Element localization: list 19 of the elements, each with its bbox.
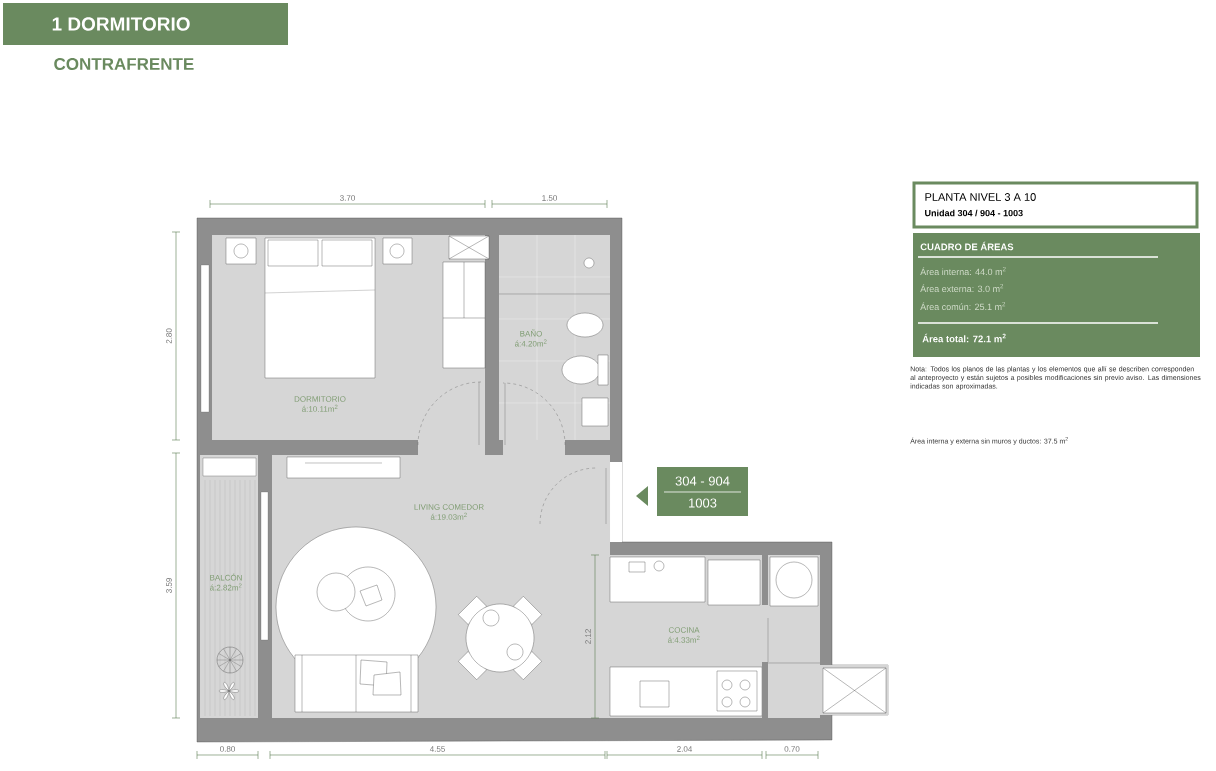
dimension-label: 2.12: [585, 629, 591, 644]
unit-number-badge: 304 - 904 1003: [657, 467, 748, 516]
dimension-label: 0.80: [220, 746, 235, 752]
dimension-label: 3.70: [340, 195, 355, 201]
dimension-label: 2.80: [166, 328, 172, 344]
unit-info-box: PLANTA NIVEL 3 A 10 Unidad 304 / 904 - 1003: [912, 181, 1199, 229]
room-label: BALCÓN á:2.82m$^{2}$: [210, 573, 242, 591]
room-label: LIVING COMEDOR á:19.03m$^{2}$: [414, 504, 484, 520]
subtitle: CONTRAFRENTE: [54, 58, 194, 70]
dimension-label: 2.04: [677, 746, 693, 752]
dimension-label: 4.55: [429, 746, 445, 752]
room-label: DORMITORIO á:10.11m$^{2}$: [294, 396, 346, 412]
room-label: COCINA á:4.33m$^{2}$: [668, 627, 700, 643]
dimension-label: 0.70: [784, 746, 800, 752]
title-band: 1 DORMITORIO: [3, 3, 288, 45]
dimension-label: 1.50: [542, 195, 557, 201]
dimension-label: 3.59: [166, 578, 172, 593]
room-label: BAÑO á:4.20m$^{2}$: [515, 329, 547, 347]
area-table-box: CUADRO DE ÁREAS Área interna: 44.0 m$^{2}$ Área externa: 3.0 m$^{2}$ Área común: 25.1 m$^{2}$ Área total: 72.1 m$^{2}$: [913, 233, 1200, 357]
